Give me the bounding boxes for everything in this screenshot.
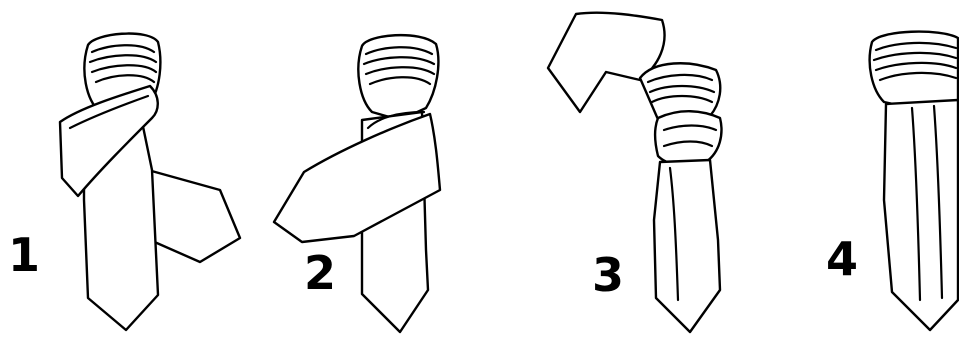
tie-step-4-icon [800,0,959,340]
tie-step-3-icon [540,0,770,340]
step-1-number: 1 [8,232,40,278]
tie-step-1-icon [0,0,250,340]
step-2-panel: 2 [250,0,480,340]
tie-step-2-icon [250,0,480,340]
step-4-panel: 4 [800,0,959,340]
step-4-number: 4 [826,236,858,282]
step-2-number: 2 [304,250,336,296]
step-1-panel: 1 [0,0,250,340]
step-3-number: 3 [592,252,624,298]
step-3-panel: 3 [540,0,770,340]
